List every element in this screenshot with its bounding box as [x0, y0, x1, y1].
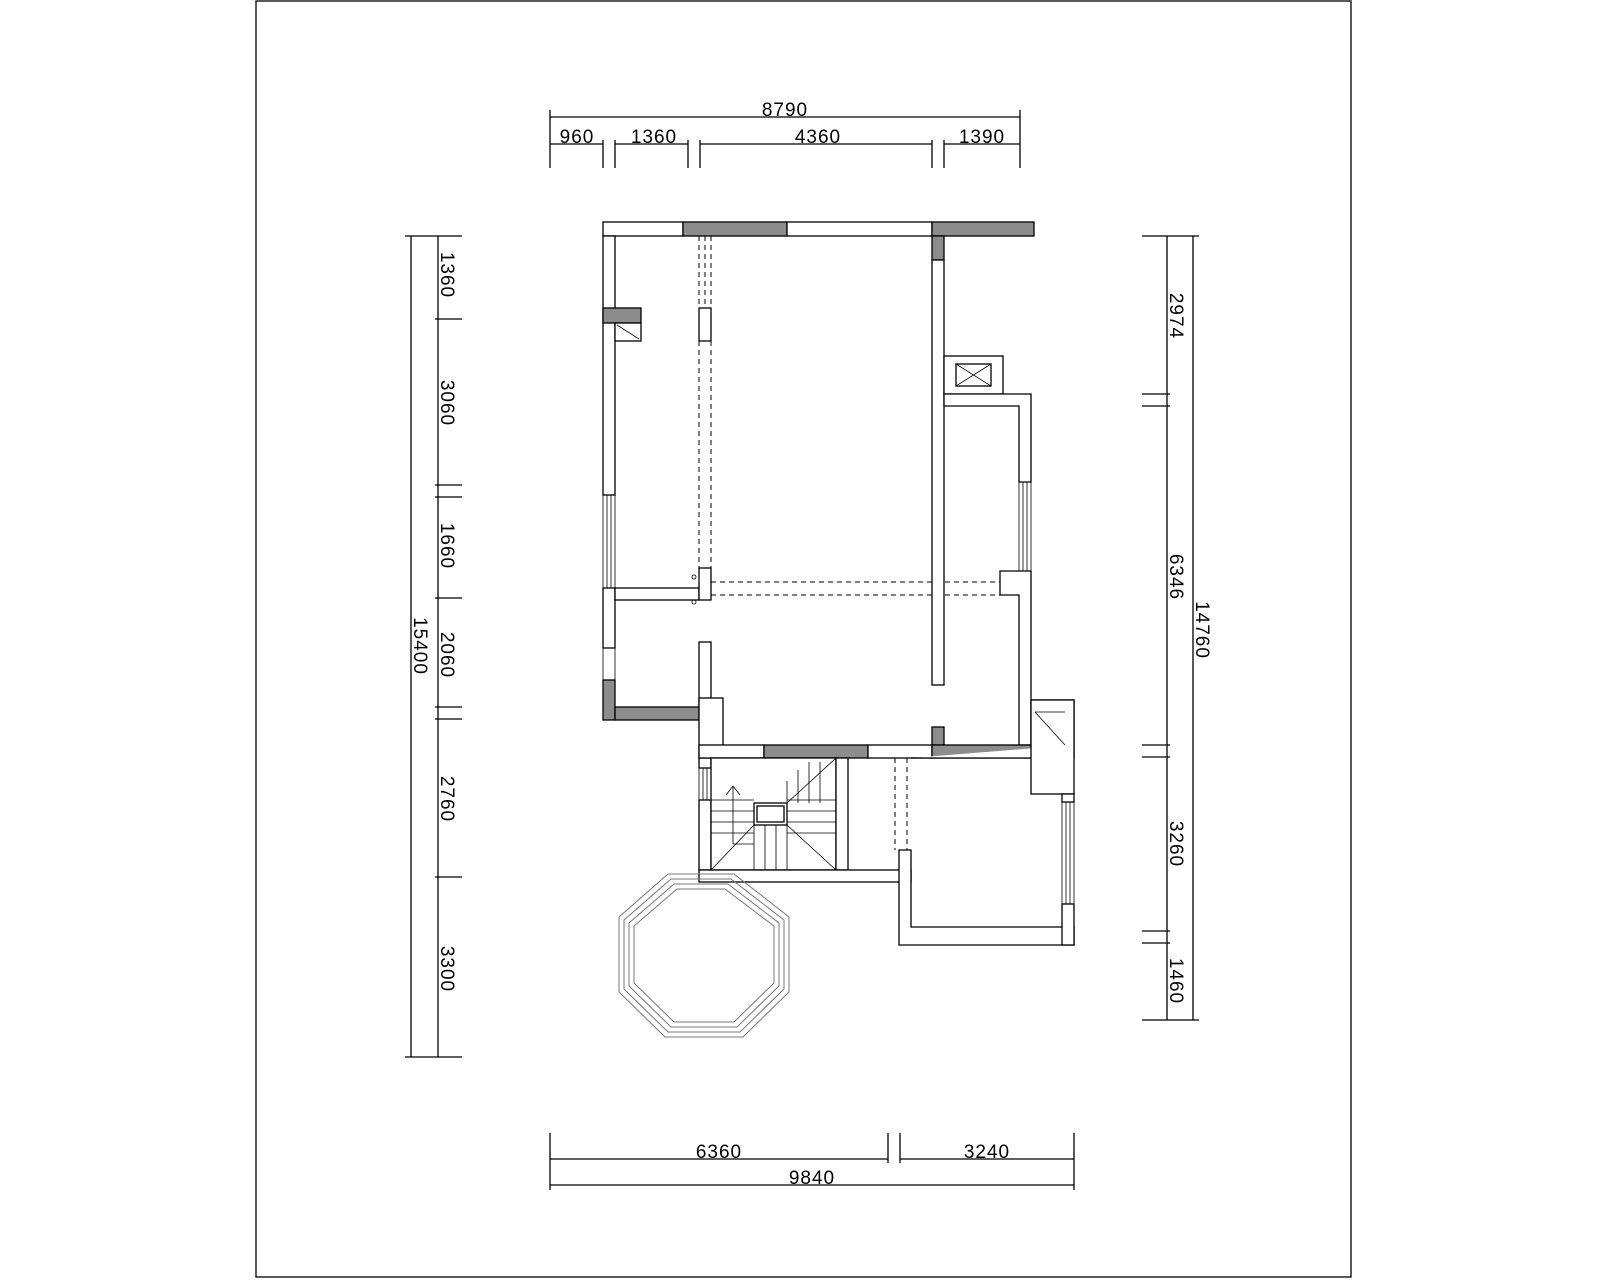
top-dimension-chain: 8790 960 1360 4360 1390 [549, 100, 1021, 168]
dim-top-seg-2: 1360 [631, 127, 677, 148]
bottom-dimension-chain: 6360 3240 9840 [549, 1133, 1075, 1190]
octagonal-gazebo [618, 873, 790, 1038]
dim-left-seg-5: 2760 [436, 776, 457, 822]
dim-bottom-total: 9840 [789, 1168, 835, 1189]
dim-top-seg-3: 4360 [795, 127, 841, 148]
dim-bottom-seg-2: 3240 [964, 1142, 1010, 1163]
dim-left-seg-4: 2060 [436, 632, 457, 678]
walls [602, 221, 1075, 946]
dim-top-seg-4: 1390 [959, 127, 1005, 148]
dim-left-seg-3: 1660 [436, 523, 457, 569]
dim-right-total: 14760 [1191, 601, 1212, 659]
left-dimension-chain: 15400 1360 3060 1660 2060 2760 3300 [405, 235, 462, 1058]
dim-right-seg-1: 2974 [1165, 293, 1186, 339]
dim-left-seg-6: 3300 [436, 946, 457, 992]
dim-right-seg-2: 6346 [1165, 554, 1186, 600]
dim-top-total: 8790 [762, 100, 808, 121]
right-dimension-chain: 14760 2974 6346 3260 1460 [1142, 235, 1212, 1021]
dim-right-seg-3: 3260 [1165, 821, 1186, 867]
dim-left-total: 15400 [409, 617, 430, 675]
staircase [710, 757, 837, 871]
dim-bottom-seg-1: 6360 [696, 1142, 742, 1163]
dim-right-seg-4: 1460 [1165, 958, 1186, 1004]
dim-left-seg-2: 3060 [436, 380, 457, 426]
dim-top-seg-1: 960 [560, 127, 595, 148]
sheet-border [255, 0, 1352, 1278]
dim-left-seg-1: 1360 [436, 252, 457, 298]
